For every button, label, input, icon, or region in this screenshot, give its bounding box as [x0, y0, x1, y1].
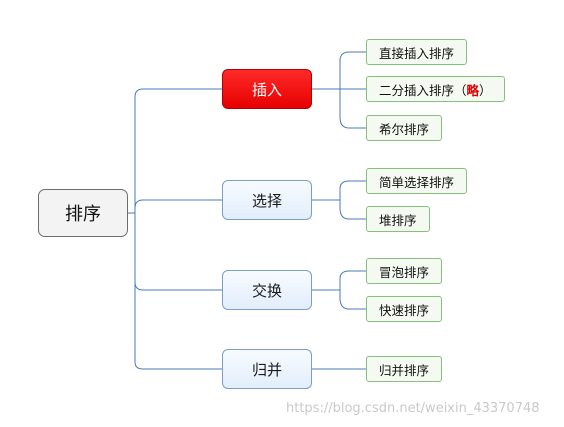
watermark: https://blog.csdn.net/weixin_43370748	[286, 401, 540, 416]
leaf-binary-insertion-sort[interactable]: 二分插入排序（略）	[366, 76, 505, 102]
leaf-label: 堆排序	[379, 212, 417, 228]
leaf-label: 希尔排序	[379, 121, 430, 137]
leaf-label: 简单选择排序	[379, 174, 455, 190]
branch-connector-select	[134, 199, 222, 209]
leaf-simple-selection-sort[interactable]: 简单选择排序	[366, 168, 468, 194]
root-node[interactable]: 排序	[38, 189, 128, 237]
leaf-merge-sort[interactable]: 归并排序	[366, 356, 443, 382]
branch-select[interactable]: 选择	[222, 180, 312, 220]
leaf-label: 快速排序	[379, 302, 430, 318]
branch-insert[interactable]: 插入	[222, 69, 312, 109]
leaf-label: 直接插入排序	[379, 45, 455, 61]
leaf-direct-insertion-sort[interactable]: 直接插入排序	[366, 39, 468, 65]
leaf-shell-sort[interactable]: 希尔排序	[366, 115, 443, 141]
branch-merge[interactable]: 归并	[222, 349, 312, 389]
branch-connector-insert	[134, 88, 222, 98]
branch-connector-merge	[134, 361, 222, 370]
leaf-connector-exchange	[312, 270, 366, 310]
leaf-heap-sort[interactable]: 堆排序	[366, 206, 430, 232]
branch-label: 归并	[251, 360, 282, 379]
branch-label: 选择	[251, 191, 282, 210]
branch-label: 交换	[251, 281, 282, 300]
omitted-note: 略	[466, 82, 480, 98]
leaf-label: 二分插入排序（	[379, 82, 467, 98]
leaf-connector-insert	[312, 51, 366, 129]
leaf-label: 冒泡排序	[379, 264, 430, 280]
leaf-bubble-sort[interactable]: 冒泡排序	[366, 258, 443, 284]
leaf-connector-select	[312, 180, 366, 220]
leaf-quick-sort[interactable]: 快速排序	[366, 296, 443, 322]
branch-exchange[interactable]: 交换	[222, 270, 312, 310]
leaf-label-suffix: ）	[479, 82, 492, 98]
branch-connector-exchange	[134, 208, 222, 291]
branch-label: 插入	[251, 80, 282, 99]
root-label: 排序	[65, 204, 101, 225]
leaf-label: 归并排序	[379, 362, 430, 378]
